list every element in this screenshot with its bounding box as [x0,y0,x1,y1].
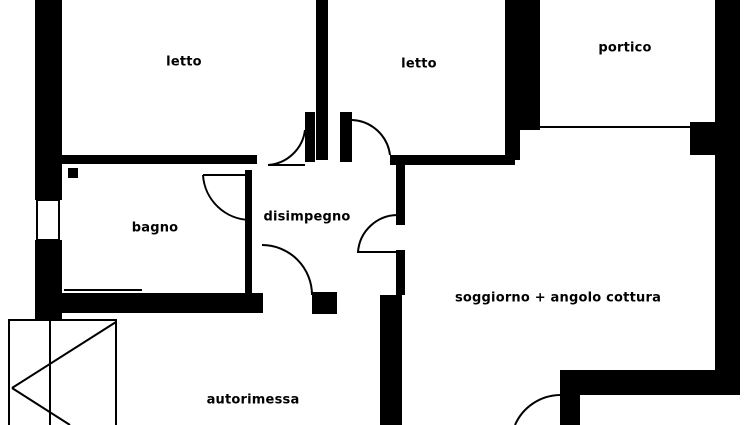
room-label-autorimessa: autorimessa [206,392,300,408]
wall-bagno-autorimessa [35,293,263,313]
door-swing-soggiorno [356,213,399,253]
door-swing-bagno [202,174,251,221]
wall-letto-bagno [62,155,257,164]
door-swing [351,119,391,156]
wall-disimpegno-right [396,165,405,225]
wall-bottom-right [560,370,720,395]
garage-door-diagonal [11,321,117,389]
garage-door-diagonal [11,387,71,425]
room-label-disimpegno: disimpegno [263,209,351,225]
room-label-soggiorno: soggiorno + angolo cottura [454,290,662,306]
shaft [68,168,78,178]
wall-autorimessa-right [380,295,402,425]
walls [35,0,740,425]
room-label-portico: portico [598,40,652,56]
room-label-letto-1: letto [166,54,202,70]
room-label-letto-2: letto [401,56,437,72]
wall-letto-soggiorno [390,155,515,165]
garage-door [8,319,117,425]
door-jamb [340,112,352,162]
wall-bagno-right [245,170,252,298]
wall-stub [312,292,337,314]
room-label-bagno: bagno [131,220,179,236]
door-jamb [305,112,315,162]
wall-portico-left [520,0,540,130]
wall-bottom-right-stub [560,370,580,425]
wall-letto-portico [505,0,520,160]
wall-disimpegno-right [396,250,405,295]
window [36,199,60,241]
thin-lines [8,119,690,425]
wall-right-outer [715,0,740,395]
wall-left-outer-top [35,0,62,200]
door-swing-entrance [514,394,561,425]
wall-between-bedrooms [316,0,328,160]
door-swing [267,129,306,166]
door-swing-autorimessa [261,244,313,296]
